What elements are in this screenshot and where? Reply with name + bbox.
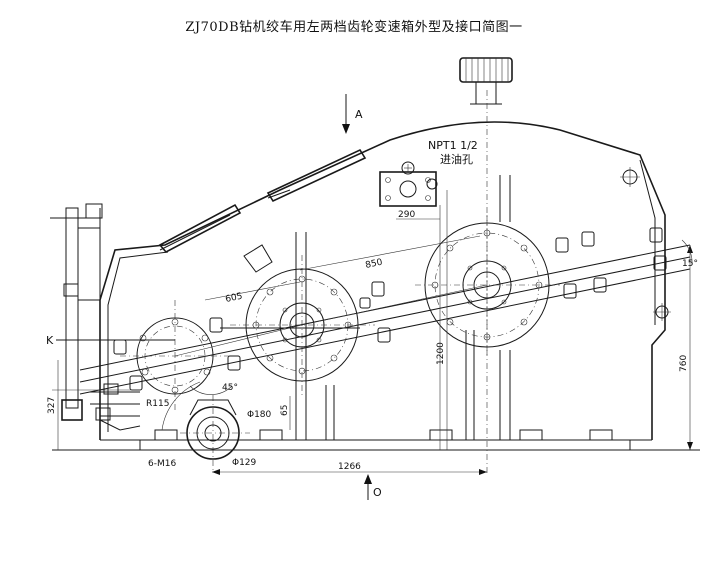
view-o-label: O	[373, 486, 382, 499]
dim-1200: 1200	[436, 342, 446, 365]
support-columns	[295, 175, 511, 440]
k-mark-label: K	[46, 334, 54, 347]
output-shaft-bore	[415, 215, 560, 355]
dimension-lines	[57, 190, 693, 475]
left-brake-bracket	[50, 203, 141, 431]
dim-1266: 1266	[338, 462, 361, 472]
dim-290: 290	[398, 210, 415, 220]
oil-inlet-flange	[379, 161, 437, 207]
dim-phi129: Φ129	[232, 458, 257, 468]
view-o-arrow	[364, 474, 372, 500]
centre-distance-lines	[174, 235, 488, 357]
dim-760: 760	[679, 355, 689, 372]
oil-inlet-label: 进油孔	[440, 152, 473, 166]
dim-15deg: 15°	[682, 259, 698, 269]
dim-850: 850	[365, 258, 384, 271]
dim-r115: R115	[146, 399, 169, 409]
dim-327: 327	[47, 397, 57, 414]
dim-phi180: Φ180	[247, 410, 272, 420]
bottom-interface-flange	[161, 381, 250, 470]
drawing-title: ZJ70DB钻机绞车用左两档齿轮变速箱外型及接口简图一	[185, 20, 523, 35]
dim-605: 605	[225, 292, 244, 305]
top-knob	[459, 57, 513, 105]
lifting-point-markers	[426, 167, 671, 321]
housing-split-line	[79, 244, 691, 395]
view-a-arrow	[342, 94, 350, 134]
split-bolts	[113, 227, 667, 391]
intermediate-shaft-bore	[230, 244, 375, 395]
dim-65: 65	[280, 405, 290, 416]
dim-6-m16: 6-M16	[148, 459, 176, 469]
oil-inlet-thread-label: NPT1 1/2	[428, 139, 478, 152]
housing-outline	[52, 121, 700, 451]
dim-45deg: 45°	[222, 383, 238, 393]
view-a-label: A	[355, 108, 363, 121]
